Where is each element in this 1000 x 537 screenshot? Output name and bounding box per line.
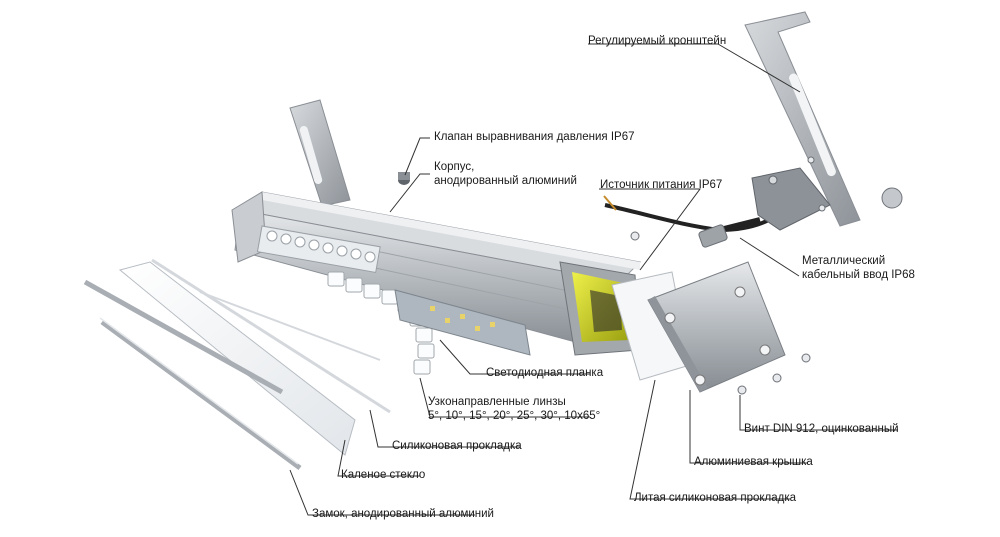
led-board	[394, 289, 531, 356]
lock-profiles	[83, 279, 302, 471]
leader-lines	[289, 43, 898, 516]
label-cast-gasket: Литая силиконовая прокладка	[634, 492, 797, 504]
label-housing-line2: анодированный алюминий	[434, 175, 577, 187]
label-tempered-glass: Каленое стекло	[341, 469, 426, 481]
label-cable-gland-line1: Металлический	[802, 255, 886, 267]
label-led-board: Светодиодная планка	[486, 367, 604, 379]
label-aluminum-cap: Алюминиевая крышка	[694, 456, 813, 468]
pressure-valve	[398, 172, 410, 185]
label-power-supply: Источник питания IP67	[600, 179, 723, 191]
screws	[630, 156, 826, 395]
lens-strip-mounted	[256, 225, 381, 274]
label-housing-line1: Корпус,	[434, 161, 475, 173]
silicone-gasket-strip	[151, 258, 391, 414]
adjustable-bracket	[744, 11, 903, 231]
label-screw: Винт DIN 912, оцинкованный	[744, 423, 899, 435]
label-silicone-gasket: Силиконовая прокладка	[392, 440, 522, 452]
label-lenses-line2: 5°, 10°, 15°, 20°, 25°, 30°, 10x65°	[428, 410, 601, 422]
tempered-glass	[118, 261, 356, 456]
left-bracket	[289, 99, 351, 207]
label-lock-profile: Замок, анодированный алюминий	[312, 508, 494, 520]
label-adjustable-bracket: Регулируемый кронштейн	[588, 35, 727, 47]
label-lenses-line1: Узконаправленные линзы	[428, 396, 566, 408]
label-pressure-valve: Клапан выравнивания давления IP67	[434, 131, 635, 143]
aluminum-cap	[647, 261, 786, 393]
label-cable-gland-line2: кабельный ввод IP68	[802, 269, 915, 281]
